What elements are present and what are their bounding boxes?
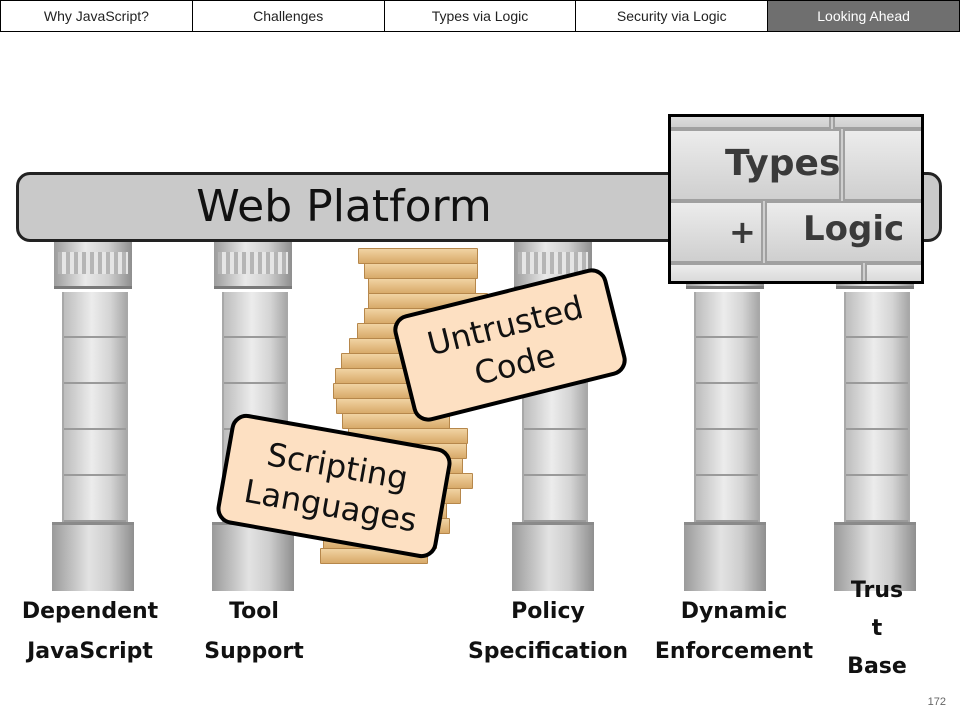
label-line: JavaScript bbox=[27, 639, 153, 664]
jenga-block bbox=[364, 263, 478, 279]
brick bbox=[865, 263, 921, 281]
pillar-capital bbox=[54, 240, 132, 289]
label-line: Specification bbox=[467, 639, 629, 664]
pillar-shaft bbox=[844, 292, 910, 522]
label-line: Support bbox=[204, 639, 304, 664]
tab-challenges[interactable]: Challenges bbox=[192, 1, 385, 31]
platform-title: Web Platform bbox=[196, 181, 492, 232]
label-dependent-javascript: Dependent JavaScript bbox=[10, 592, 170, 672]
pillar-base bbox=[52, 522, 134, 591]
pillar-dependent-javascript bbox=[52, 240, 134, 591]
pillar-dynamic-enforcement bbox=[684, 240, 766, 591]
pillar-shaft bbox=[694, 292, 760, 522]
label-dynamic-enforcement: Dynamic Enforcement bbox=[644, 592, 824, 672]
pillar-capital bbox=[214, 240, 292, 289]
brick bbox=[843, 129, 921, 201]
section-nav: Why JavaScript? Challenges Types via Log… bbox=[0, 0, 960, 32]
brick bbox=[765, 201, 921, 263]
brick bbox=[671, 201, 763, 263]
brick bbox=[671, 263, 863, 281]
pillar-trusted-base bbox=[834, 240, 916, 591]
label-line: Dependent bbox=[21, 599, 159, 624]
label-line: Dynamic bbox=[680, 599, 788, 624]
brick bbox=[671, 117, 831, 129]
page-number: 172 bbox=[927, 696, 946, 708]
wall-text-plus: + bbox=[729, 213, 756, 251]
brick bbox=[671, 129, 841, 201]
wall-text-types: Types bbox=[725, 143, 841, 184]
label-line: Base bbox=[847, 654, 907, 679]
tab-why-javascript[interactable]: Why JavaScript? bbox=[1, 1, 193, 31]
brick bbox=[833, 117, 921, 129]
label-tool-support: Tool Support bbox=[184, 592, 324, 672]
pillar-base bbox=[834, 522, 916, 591]
jenga-block bbox=[358, 248, 478, 264]
pillar-base bbox=[512, 522, 594, 591]
label-trusted-base: Trus t Base bbox=[836, 572, 918, 686]
pillar-shaft bbox=[62, 292, 128, 522]
label-line: Enforcement bbox=[654, 639, 814, 664]
label-policy-specification: Policy Specification bbox=[458, 592, 638, 672]
tab-security-via-logic[interactable]: Security via Logic bbox=[576, 1, 769, 31]
label-line: Policy bbox=[511, 599, 585, 624]
pillar-base bbox=[684, 522, 766, 591]
tab-looking-ahead[interactable]: Looking Ahead bbox=[768, 1, 959, 31]
jenga-block bbox=[368, 278, 476, 294]
label-line: Tool bbox=[229, 599, 279, 624]
label-line: Trus bbox=[850, 578, 904, 603]
tab-types-via-logic[interactable]: Types via Logic bbox=[384, 1, 577, 31]
label-line: t bbox=[871, 616, 883, 641]
wall-text-logic: Logic bbox=[803, 209, 905, 249]
types-logic-brick-panel: Types + Logic bbox=[668, 114, 924, 284]
